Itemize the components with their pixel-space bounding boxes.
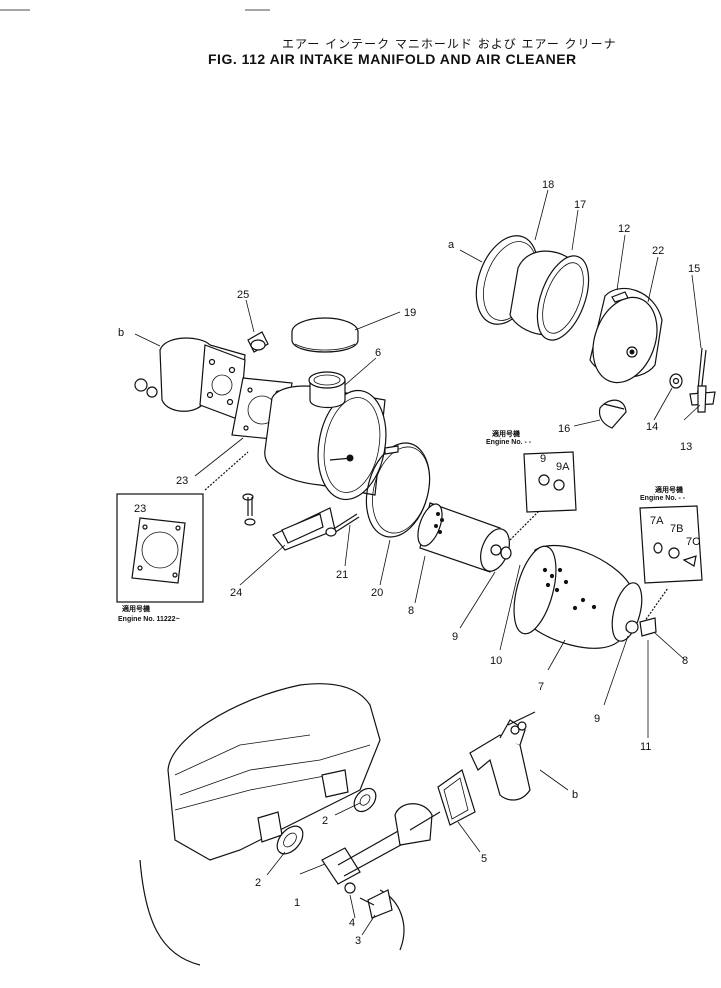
callout-20: 20 — [371, 587, 383, 599]
callout-19: 19 — [404, 307, 416, 319]
callout-12: 12 — [618, 223, 630, 235]
callout-11: 11 — [640, 741, 651, 753]
part-22-housing — [589, 287, 663, 384]
part-25-fitting — [247, 331, 269, 353]
callout-22: 22 — [652, 245, 664, 257]
engine-note-en-2: Engine No. - - — [640, 495, 686, 502]
engine-note-jp: 適用号機 — [492, 429, 520, 438]
leader-lines — [134, 189, 702, 936]
part-20-band — [365, 442, 431, 538]
part-21-bolt — [325, 513, 360, 537]
figure-title: FIG. 112 AIR INTAKE MANIFOLD AND AIR CLE… — [208, 51, 577, 67]
engine-note-jp-2: 適用号機 — [655, 485, 683, 494]
callout-18: 18 — [542, 179, 554, 191]
part-12-clip — [611, 291, 629, 303]
callout-2-left: 2 — [255, 877, 261, 889]
part-17-cover — [509, 250, 590, 341]
callout-23: 23 — [176, 475, 188, 487]
thread-stud-upper — [509, 504, 546, 541]
part-7-outer-element — [513, 544, 643, 649]
part-5-gasket — [437, 769, 476, 826]
callout-9-outer: 9 — [594, 713, 600, 725]
part-4-washer — [344, 882, 356, 894]
part-13-wing-bolt — [689, 347, 716, 413]
callout-23-inset: 23 — [134, 503, 146, 515]
callout-b-lower: b — [572, 789, 578, 801]
callout-15: 15 — [688, 263, 700, 275]
callout-9-inner: 9 — [452, 631, 458, 643]
part-9-nut — [500, 546, 657, 637]
inset-gasket-box — [116, 493, 204, 603]
part-bolt-nuts — [134, 378, 158, 398]
thread-stud-lower — [641, 587, 669, 626]
thread-stud-left — [204, 451, 249, 491]
callout-10: 10 — [490, 655, 502, 667]
callout-9a: 9A — [556, 461, 570, 473]
part-8-inner-element — [417, 502, 510, 573]
callout-21: 21 — [336, 569, 348, 581]
part-elbow-lower — [469, 711, 536, 801]
callout-1: 1 — [294, 897, 300, 909]
callout-5: 5 — [481, 853, 487, 865]
part-2-gasket — [276, 787, 377, 855]
part-16-cap — [598, 399, 627, 429]
callout-8-outer: 8 — [682, 655, 688, 667]
engine-note-jp-3: 適用号機 — [122, 604, 150, 613]
callout-25: 25 — [237, 289, 249, 301]
title-japanese: エアー インテーク マニホールド および エアー クリーナ — [282, 37, 617, 51]
callout-6: 6 — [375, 347, 381, 359]
callout-2-right: 2 — [322, 815, 328, 827]
callout-7c: 7C — [686, 536, 700, 548]
callout-24: 24 — [230, 587, 242, 599]
callout-14: 14 — [646, 421, 658, 433]
part-24-bracket — [242, 493, 336, 551]
callout-7a: 7A — [650, 515, 664, 527]
callout-4: 4 — [349, 917, 355, 929]
option-box-9 — [523, 451, 577, 513]
option-box-7 — [639, 505, 703, 584]
part-14-nut — [669, 373, 683, 389]
callout-a: a — [448, 239, 455, 251]
callout-3: 3 — [355, 935, 361, 947]
callout-16: 16 — [558, 423, 570, 435]
callout-8-inner: 8 — [408, 605, 414, 617]
part-6-cleaner-body — [264, 371, 387, 501]
callout-7: 7 — [538, 681, 544, 693]
callout-13: 13 — [680, 441, 692, 453]
callout-9-box: 9 — [540, 453, 546, 465]
callout-7b: 7B — [670, 523, 683, 535]
part-elbow-upper — [159, 337, 246, 421]
part-1-manifold — [321, 803, 441, 885]
part-19-cap — [291, 317, 359, 353]
callout-b-upper: b — [118, 327, 124, 339]
engine-note-en-3: Engine No. 11222~ — [118, 616, 180, 623]
callout-17: 17 — [574, 199, 586, 211]
engine-note-en: Engine No. - - — [486, 439, 532, 446]
engine-block — [139, 683, 405, 966]
part-3-bolt — [359, 889, 393, 919]
